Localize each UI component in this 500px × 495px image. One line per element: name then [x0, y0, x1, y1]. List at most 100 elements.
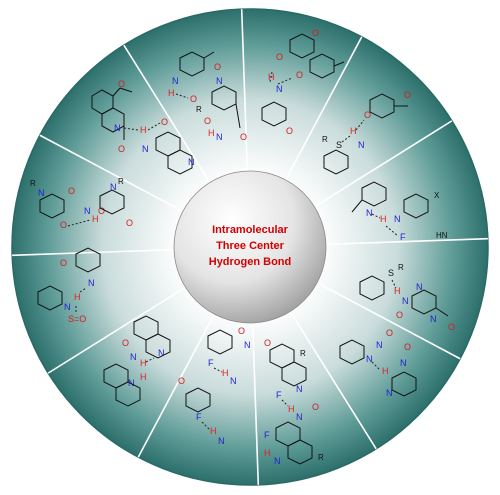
molecule-sulfonyl-pyridine: O N H N S=O — [37, 247, 101, 324]
molecule-quinoline-methoxy: O N H O O N N — [91, 79, 195, 175]
segment-divider — [251, 322, 260, 485]
atom-f: F — [400, 232, 406, 242]
atom-n: N — [416, 282, 423, 292]
atom-n: N — [296, 384, 303, 394]
atom-o: O — [238, 326, 245, 336]
atom-n: N — [172, 76, 179, 86]
atom-o: O — [396, 310, 403, 320]
atom-n: N — [366, 208, 373, 218]
atom-n: N — [158, 348, 165, 358]
atom-r: R — [30, 179, 36, 188]
atom-n: N — [366, 354, 373, 364]
atom-r: R — [196, 105, 202, 114]
atom-sulfonyl: S=O — [68, 314, 86, 324]
atom-h: H — [140, 358, 147, 368]
center-title-line3: Hydrogen Bond — [209, 256, 292, 268]
atom-n: N — [38, 188, 45, 198]
center-sphere — [173, 170, 327, 324]
atom-o: O — [118, 79, 125, 89]
atom-o: O — [60, 220, 67, 230]
atom-o: O — [240, 132, 247, 142]
segment-divider — [314, 120, 453, 208]
molecule-quinoline-fluoro-chain: R O N F H N O F H N R — [264, 338, 324, 466]
atom-n: N — [130, 352, 137, 362]
atom-h: H — [382, 366, 389, 376]
atom-o: O — [404, 90, 411, 100]
atom-o: O — [286, 126, 293, 136]
atom-o: O — [404, 342, 411, 352]
atom-f: F — [196, 412, 202, 422]
atom-r: R — [118, 177, 124, 186]
atom-o: O — [178, 376, 185, 386]
atom-n: N — [230, 376, 237, 386]
atom-n: N — [88, 278, 95, 288]
atom-s: S — [336, 140, 342, 150]
segment-divider — [289, 311, 377, 450]
atom-o: O — [264, 338, 271, 348]
atom-n: N — [218, 436, 225, 446]
molecule-thioether-amide: O H N S R O — [322, 90, 411, 175]
atom-h: H — [208, 128, 215, 138]
atom-n: N — [274, 456, 281, 466]
atom-o: O — [204, 116, 211, 126]
segment-divider — [137, 313, 216, 458]
atom-o: O — [60, 258, 67, 268]
molecule-fluoro-benzamide: O N F H N O F H N — [178, 326, 251, 446]
atom-h: H — [350, 126, 357, 136]
atom-h: H — [394, 286, 401, 296]
center-title-line2: Three Center — [216, 240, 285, 252]
atom-r: R — [322, 135, 328, 144]
atom-f: F — [264, 430, 270, 440]
atom-r: R — [300, 349, 306, 358]
atom-n: N — [394, 214, 401, 224]
atom-o: O — [122, 338, 129, 348]
atom-o: O — [296, 70, 303, 80]
segment-divider — [39, 134, 184, 213]
atom-o: O — [190, 94, 197, 104]
atom-o: O — [448, 322, 455, 332]
segment-divider — [123, 44, 211, 183]
segment-divider — [12, 248, 175, 257]
segment-divider — [284, 36, 363, 181]
atom-x: X — [434, 191, 440, 200]
atom-n: N — [358, 140, 365, 150]
atom-f: F — [208, 358, 214, 368]
atom-h: H — [168, 88, 175, 98]
atom-h: H — [222, 368, 229, 378]
molecule-pyridine-fluoro: N H N X F HN — [351, 181, 448, 242]
atom-n: N — [276, 84, 283, 94]
molecule-bis-pyridine: N N O H N N O — [339, 328, 417, 398]
atom-o: O — [126, 218, 133, 228]
molecule-benzamide-alkoxy: O N H O N R O H N O — [168, 51, 247, 142]
atom-n: N — [402, 296, 409, 306]
atom-o: O — [312, 402, 319, 412]
atom-r: R — [398, 263, 404, 272]
atom-n: N — [128, 378, 135, 388]
atom-n: N — [142, 144, 149, 154]
atom-n: N — [188, 157, 195, 167]
atom-h: H — [264, 448, 271, 458]
segment-divider — [47, 286, 186, 374]
atom-o: O — [118, 144, 125, 154]
atom-n: N — [244, 340, 251, 350]
atom-o: O — [364, 110, 371, 120]
atom-n: N — [84, 206, 91, 216]
atom-s: S — [388, 268, 394, 278]
center-title-line1: Intramolecular — [212, 224, 289, 236]
atom-n: N — [400, 358, 407, 368]
atom-o: O — [312, 28, 319, 38]
atom-h: H — [74, 292, 81, 302]
atom-h: H — [210, 426, 217, 436]
atom-o: O — [214, 62, 221, 72]
atom-n: N — [216, 76, 223, 86]
atom-n: N — [296, 412, 303, 422]
molecule-pyridone-dimer: R N O O N H O R N O — [30, 177, 133, 230]
atom-o: O — [161, 117, 168, 127]
molecule-bis-benzamide: O O H N O O — [261, 28, 345, 136]
atom-o: O — [386, 328, 393, 338]
atom-o: O — [276, 52, 283, 62]
atom-o: O — [98, 206, 105, 216]
atom-h: H — [92, 214, 99, 224]
atom-h: H — [380, 214, 387, 224]
